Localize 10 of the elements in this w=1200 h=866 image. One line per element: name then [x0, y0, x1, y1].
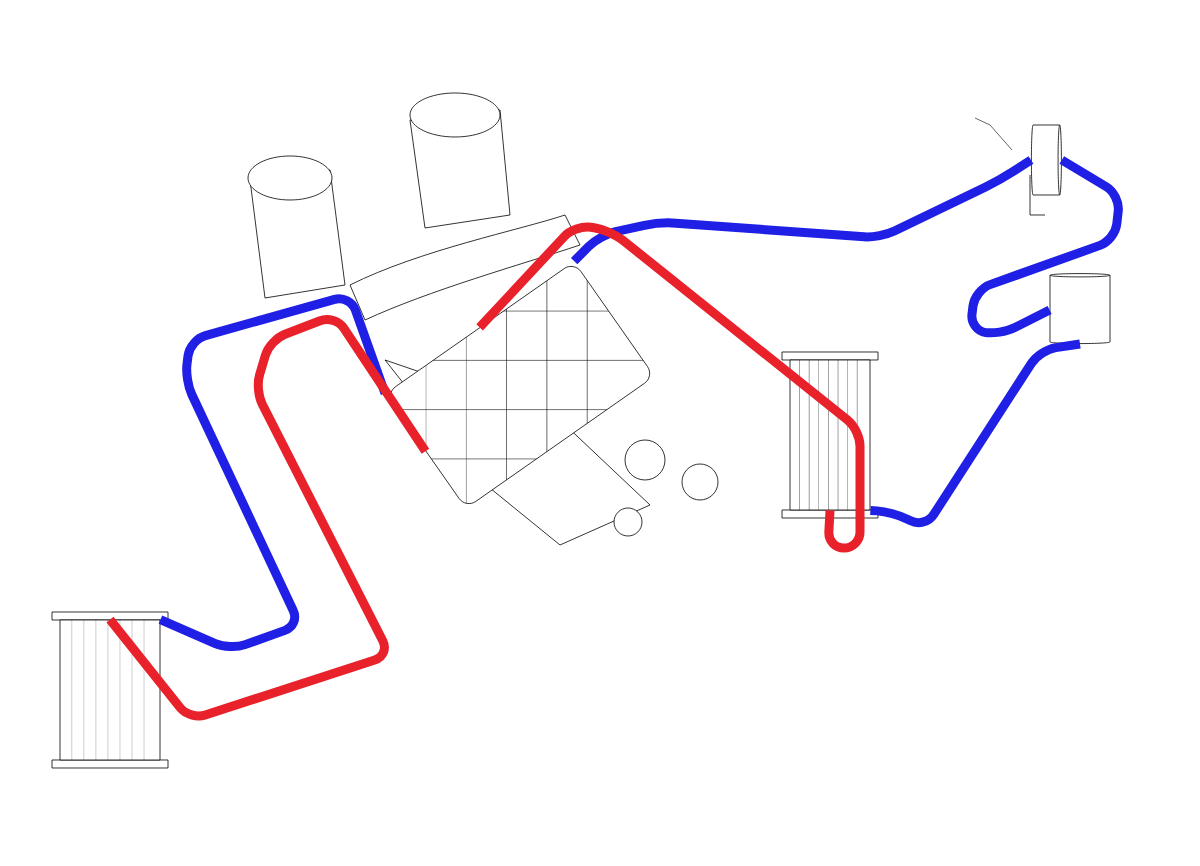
- reservoir-drawing: [1049, 273, 1111, 344]
- pump-drawing: [974, 117, 1062, 216]
- coolant-hose: [870, 339, 1081, 528]
- coolant-hose: [967, 156, 1123, 338]
- supercharger-drawing: [247, 92, 719, 546]
- coolant-hose: [476, 222, 865, 553]
- heat-exchanger-drawing: [51, 611, 169, 769]
- coolant-hose: [106, 315, 430, 721]
- coolant-hose: [570, 156, 1034, 265]
- heat-exchanger-drawing: [781, 351, 879, 519]
